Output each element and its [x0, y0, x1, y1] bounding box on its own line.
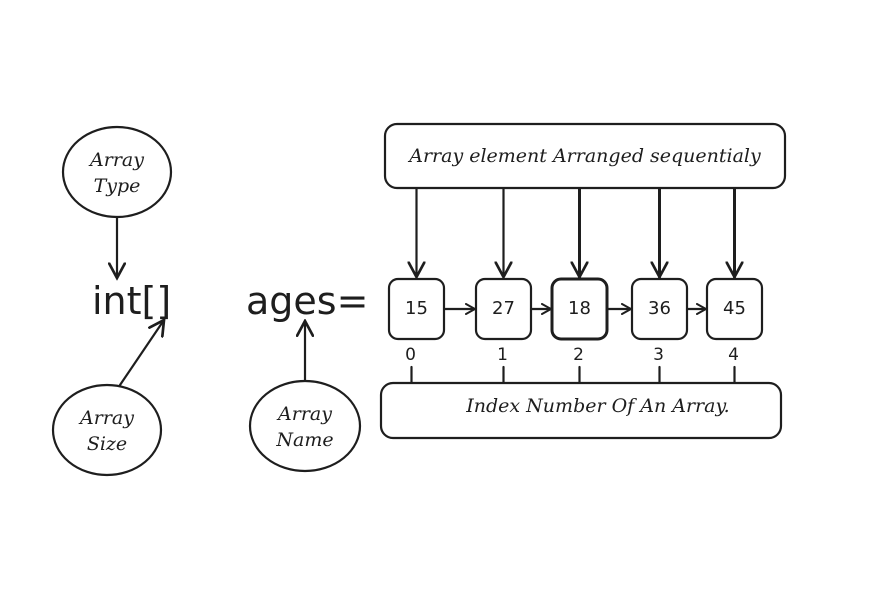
- array-size-bubble: [51, 383, 163, 477]
- array-cells: 15 0 27 1 18 2 36 3 45 4: [387, 187, 764, 384]
- array-cell-value: 15: [405, 298, 428, 319]
- array-index-number: 2: [573, 345, 584, 365]
- array-cell: [705, 277, 764, 341]
- name-code: ages=: [246, 279, 368, 323]
- array-name-label-line1: Array: [276, 403, 332, 425]
- array-cell-value: 27: [492, 298, 515, 319]
- array-cell-value: 36: [648, 298, 671, 319]
- array-type-label-line1: Array: [88, 149, 144, 171]
- array-size-label-line1: Array: [78, 407, 134, 429]
- array-name-label-line2: Name: [275, 429, 333, 451]
- array-index-number: 3: [653, 345, 664, 365]
- array-index-number: 1: [497, 345, 508, 365]
- index-caption: Index Number Of An Array.: [465, 395, 729, 417]
- array-index-number: 0: [405, 345, 416, 365]
- array-size-label-line2: Size: [87, 433, 127, 455]
- type-code: int[]: [92, 279, 171, 323]
- elements-caption-box: [383, 122, 787, 190]
- array-type-bubble: [61, 125, 173, 219]
- array-size-arrow: [118, 320, 164, 387]
- array-type-label-line2: Type: [94, 175, 141, 197]
- array-index-number: 4: [728, 345, 739, 365]
- array-name-bubble: [248, 379, 362, 473]
- index-caption-box: [379, 381, 783, 440]
- array-cell-value: 45: [723, 298, 746, 319]
- elements-caption: Array element Arranged sequentialy: [407, 145, 761, 167]
- array-cell-value: 18: [568, 298, 591, 319]
